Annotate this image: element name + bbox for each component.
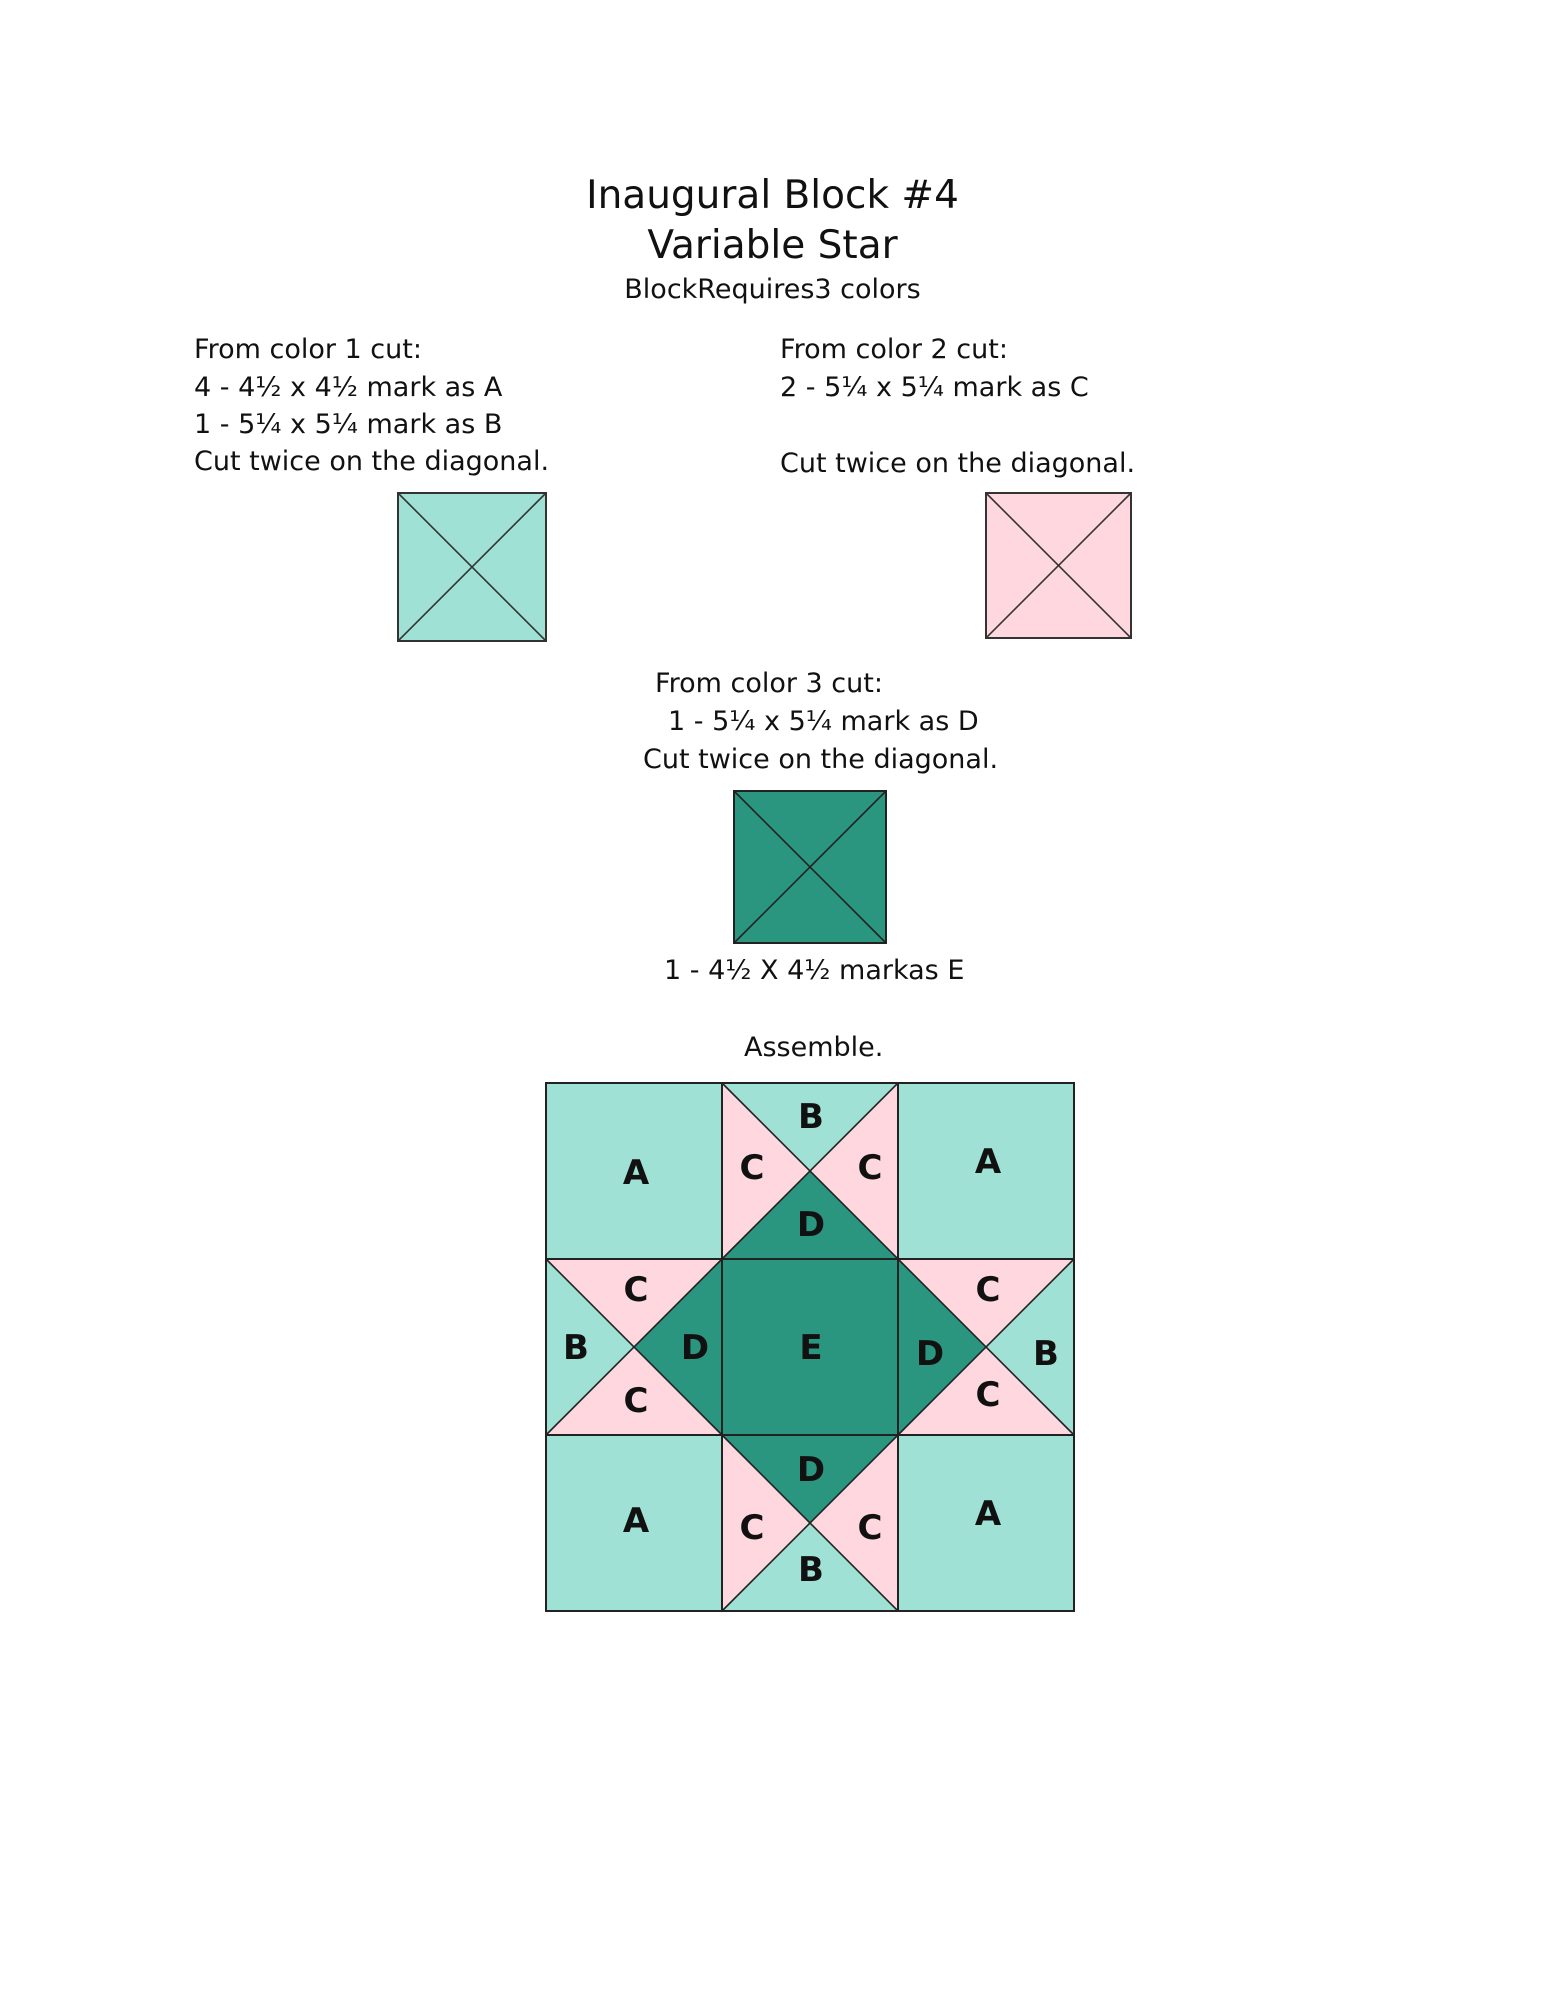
label-c-left-bottom: C <box>624 1381 649 1421</box>
color1-cut-b: 1 - 5¼ x 5¼ mark as B <box>194 409 503 440</box>
label-d-left: D <box>681 1328 709 1368</box>
label-c-top-right: C <box>858 1148 883 1188</box>
block-name: Variable Star <box>647 223 898 268</box>
assembled-block-diagram: A A A A B B B B C C C C C C C C D D D D … <box>545 1082 1075 1612</box>
label-e-center: E <box>799 1328 822 1368</box>
label-a-top-left: A <box>623 1153 650 1193</box>
label-a-bottom-right: A <box>975 1494 1002 1534</box>
page-title: Inaugural Block #4 <box>586 173 959 218</box>
color3-cut-d: 1 - 5¼ x 5¼ mark as D <box>668 706 979 737</box>
color-requirement: BlockRequires3 colors <box>624 274 921 305</box>
star-point-top <box>721 1082 899 1260</box>
color1-heading: From color 1 cut: <box>194 334 422 365</box>
center-square <box>722 1259 898 1435</box>
block-grid <box>545 1082 1075 1612</box>
label-d-top: D <box>797 1205 825 1245</box>
corner-square-top-left <box>546 1083 722 1259</box>
color1-swatch <box>397 492 547 642</box>
label-a-top-right: A <box>975 1142 1002 1182</box>
label-d-right: D <box>916 1334 944 1374</box>
star-point-right <box>897 1258 1075 1436</box>
color1-cut-a: 4 - 4½ x 4½ mark as A <box>194 372 503 403</box>
color3-swatch <box>733 790 887 944</box>
star-point-bottom <box>721 1434 899 1612</box>
label-a-bottom-left: A <box>623 1501 650 1541</box>
color1-diagonal-note: Cut twice on the diagonal. <box>194 446 550 477</box>
label-c-bottom-left: C <box>740 1508 765 1548</box>
color2-cut-c: 2 - 5¼ x 5¼ mark as C <box>780 372 1089 403</box>
corner-square-bottom-right <box>898 1435 1074 1611</box>
corner-square-bottom-left <box>546 1435 722 1611</box>
color3-diagonal-note: Cut twice on the diagonal. <box>643 744 999 775</box>
label-c-bottom-right: C <box>858 1508 883 1548</box>
color3-cut-e: 1 - 4½ X 4½ markas E <box>664 955 965 986</box>
label-b-left: B <box>563 1328 589 1368</box>
color3-heading: From color 3 cut: <box>655 668 883 699</box>
label-b-bottom: B <box>798 1550 824 1590</box>
label-d-bottom: D <box>797 1450 825 1490</box>
label-c-top-left: C <box>740 1148 765 1188</box>
label-b-top: B <box>798 1097 824 1137</box>
color2-swatch <box>985 492 1132 639</box>
assemble-heading: Assemble. <box>744 1032 884 1063</box>
label-c-right-top: C <box>976 1270 1001 1310</box>
corner-square-top-right <box>898 1083 1074 1259</box>
star-point-left <box>545 1258 723 1436</box>
label-c-right-bottom: C <box>976 1375 1001 1415</box>
color2-diagonal-note: Cut twice on the diagonal. <box>780 448 1136 479</box>
label-c-left-top: C <box>624 1270 649 1310</box>
label-b-right: B <box>1033 1334 1059 1374</box>
color2-heading: From color 2 cut: <box>780 334 1008 365</box>
